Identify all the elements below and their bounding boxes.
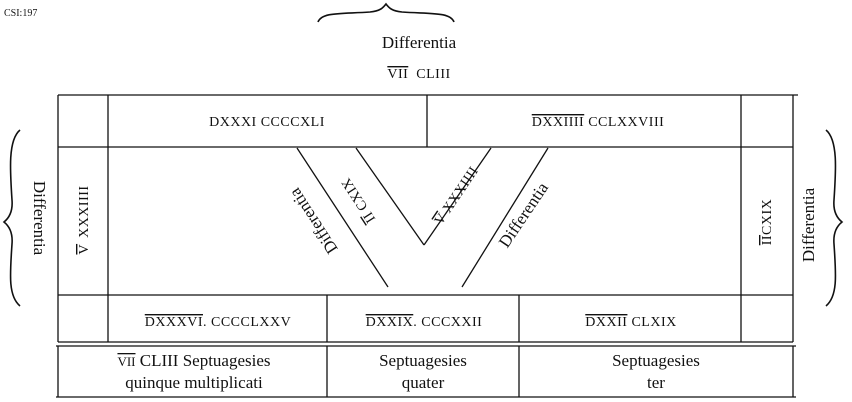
footer-cell-3-line2: ter [647,373,665,392]
right-column-value: IICXIX [760,199,775,246]
top-row-cell-1: DXXXI CCCCXLI [209,115,325,130]
main-table [57,94,798,343]
top-row-cell-2: DXXIIII CCLXXVIII [532,115,665,130]
right-band-label: Differentia [495,178,553,251]
footer-cell-1-line1: VII CLIII Septuagesies [117,351,270,370]
footer-cell-3-line1: Septuagesies [612,351,700,370]
left-band-value: II CXIX [339,175,379,226]
left-label: Differentia [30,181,49,256]
right-band-value: V XXXIIII [432,164,482,228]
figure-code: CSI:197 [4,8,37,19]
left-brace [2,129,21,307]
footer-cell-2-line1: Septuagesies [379,351,467,370]
right-brace [825,129,844,307]
bottom-row-cell-1: DXXXVI. CCCCLXXV [145,315,291,330]
top-brace [317,2,455,23]
footer-table [56,345,796,398]
left-band-label: Differentia [285,184,342,257]
footer-cell-1-line2: quinque multiplicati [125,373,263,392]
bottom-row-cell-3: DXXII CLXIX [585,315,676,330]
right-label: Differentia [799,187,818,262]
bottom-row-cell-2: DXXIX. CCCXXII [366,315,483,330]
top-label: Differentia [382,33,457,52]
footer-cell-2-line2: quater [402,373,445,392]
left-column-value: VXXXIIII [77,185,92,254]
